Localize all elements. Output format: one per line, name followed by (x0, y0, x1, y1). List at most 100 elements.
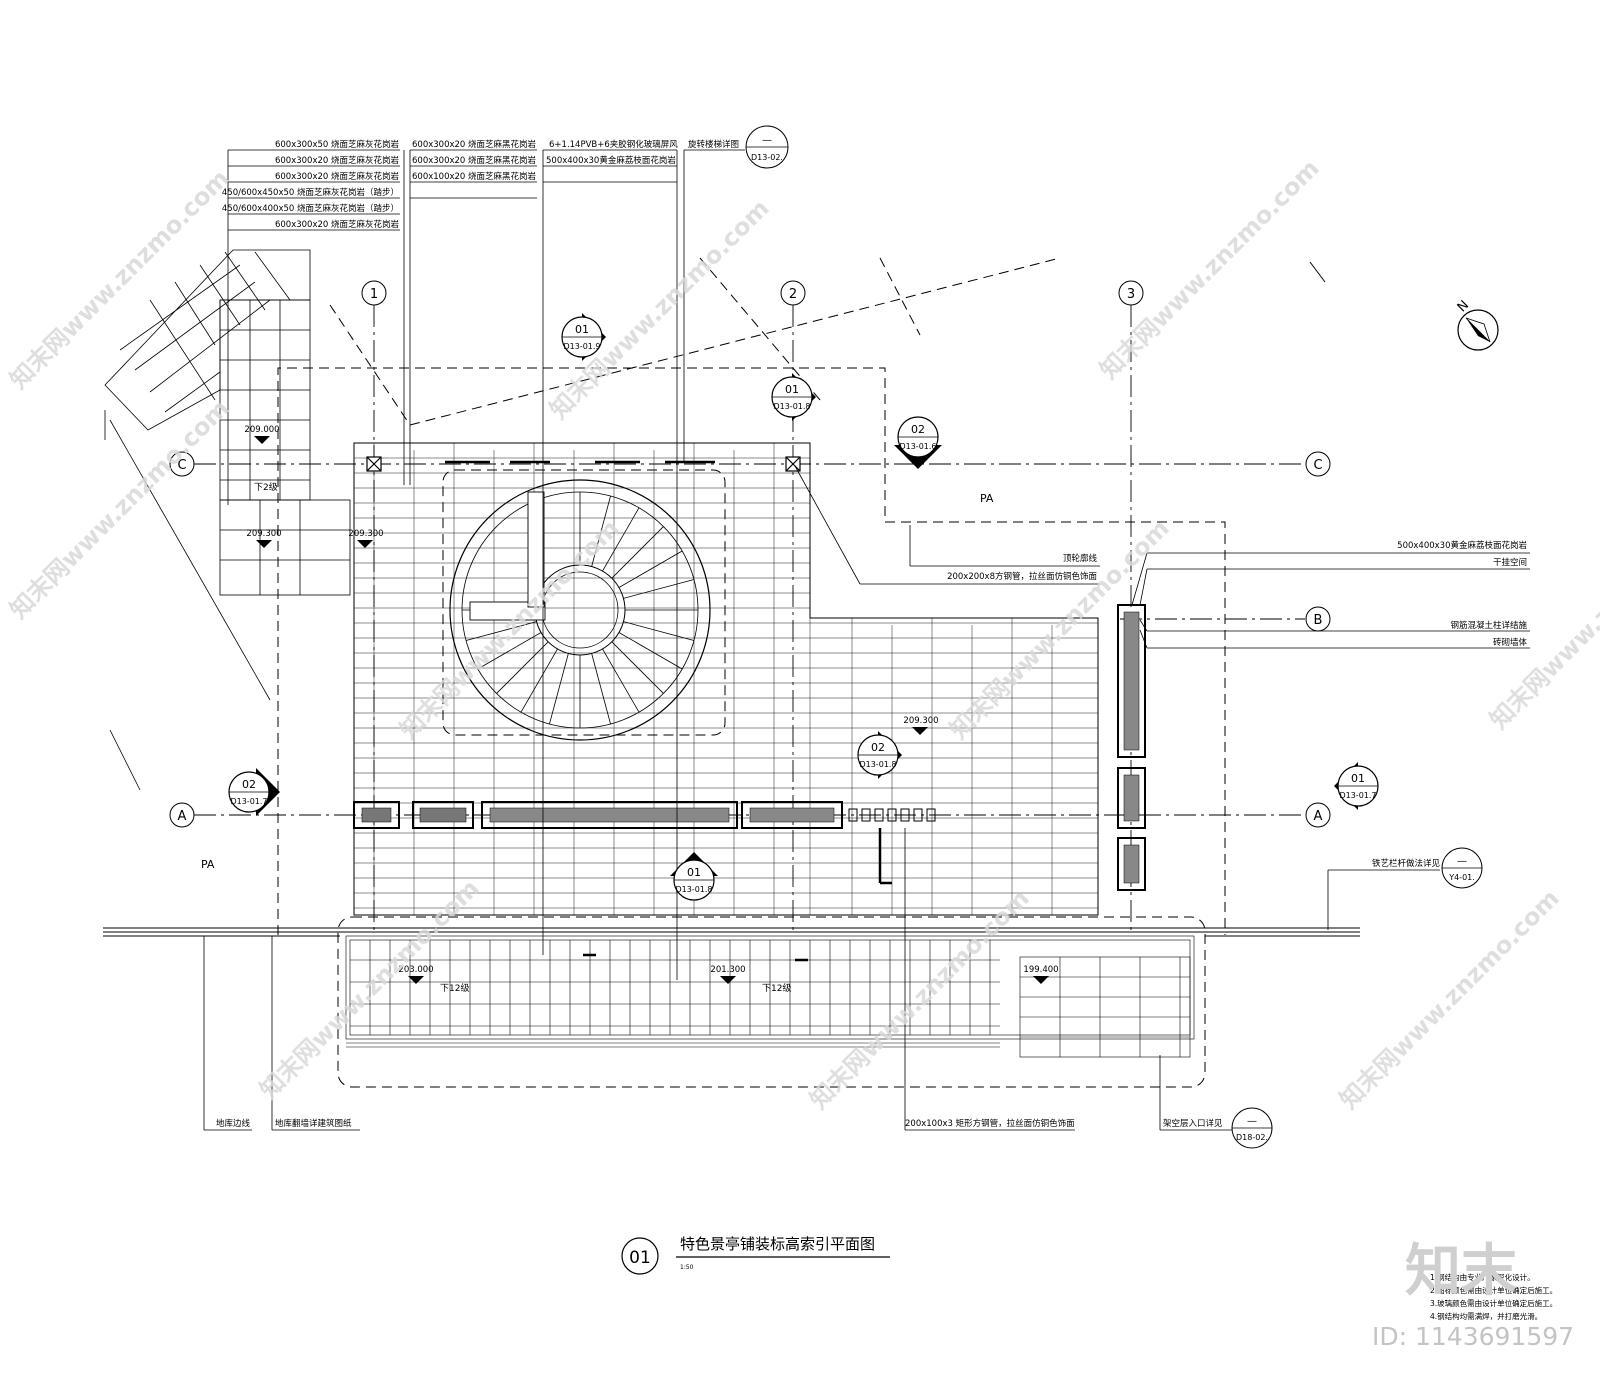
entry-ref-top: — (1247, 1116, 1257, 1127)
section-mark-2: 01 D13-01.8 (771, 373, 816, 421)
stair-detail-label: 旋转楼梯详图 (688, 139, 739, 150)
watermark-7: 知末网www.znzmo.com (1484, 504, 1600, 734)
top-label-1: 600x300x50 烧面芝麻灰花岗岩 (275, 139, 400, 150)
right-labels: 顶轮廓线 200x200x8方钢管，拉丝面仿铜色饰面 500x400x30黄金麻… (947, 540, 1527, 648)
stair-tread (618, 632, 683, 670)
top-label-stack-2: 600x300x20 烧面芝麻黑花岗岩 600x300x20 烧面芝麻黑花岗岩 … (412, 139, 537, 182)
right-label-6: 砖砌墙体 (1493, 637, 1528, 648)
lower-stairs (345, 935, 1195, 1058)
image-id: ID: 1143691597 (1372, 1322, 1574, 1351)
adjacent-building-hatch (104, 249, 311, 791)
section-4-num: 02 (242, 778, 256, 791)
watermark-4: 知末网www.znzmo.com (1094, 154, 1324, 384)
section-6-ref: D13-01.8 (675, 885, 712, 894)
elevation-labels: 209.000 209.300 209.300 209.300 203.000 … (244, 425, 1058, 975)
section-mark-6: 01 D13-01.8 (670, 852, 718, 901)
pavilion-floor (353, 442, 1099, 916)
grid-bubbles (169, 280, 1331, 828)
stair-tread (618, 550, 683, 588)
stair-tread (591, 495, 611, 567)
elevation-3: 209.300 (348, 529, 383, 539)
watermark-3: 知末网www.znzmo.com (544, 194, 774, 424)
grid-label-a-left: A (178, 809, 187, 824)
section-2-ref: D13-01.8 (773, 402, 810, 411)
entry-label: 架空层入口详见 (1163, 1118, 1223, 1129)
watermark-6: 知末网www.znzmo.com (944, 514, 1174, 744)
elevation-7: 199.400 (1023, 965, 1058, 975)
right-label-2: 200x200x8方钢管，拉丝面仿铜色饰面 (947, 571, 1097, 582)
section-3-num: 02 (911, 423, 925, 436)
stair-tread (496, 641, 549, 694)
right-label-1: 顶轮廓线 (1063, 553, 1098, 564)
top-label-4: 450/600x450x50 烧面芝麻灰花岗岩（踏步） (222, 187, 399, 198)
right-label-5: 钢筋混凝土柱详结施 (1450, 620, 1527, 631)
grid-label-2: 2 (789, 287, 797, 302)
elevation-5: 203.000 (398, 965, 433, 975)
stair-tread (602, 507, 640, 572)
top-label-8: 600x300x20 烧面芝麻黑花岗岩 (412, 155, 537, 166)
top-label-2: 600x300x20 烧面芝麻灰花岗岩 (275, 155, 400, 166)
north-arrow: N (1455, 298, 1499, 351)
watermark-9: 知末网www.znzmo.com (804, 884, 1034, 1114)
stair-tread (591, 653, 611, 725)
entry-ref: — D18-02. (1231, 1107, 1273, 1149)
section-mark-3: 02 D13-01.6 (894, 416, 942, 469)
stair-tread (549, 653, 569, 725)
bottom-labels: 地库边线 地库翻墙详建筑图纸 200x100x3 矩形方钢管，拉丝面仿铜色饰面 … (216, 1118, 1223, 1129)
section-2-num: 01 (785, 383, 799, 396)
note-2: 2.图标颜色需由设计单位确定后施工。 (1430, 1285, 1557, 1295)
garage-wall-label: 地库翻墙详建筑图纸 (275, 1118, 352, 1129)
general-notes: 1.钢结构由专业厂家深化设计。 2.图标颜色需由设计单位确定后施工。 3.玻璃颜… (1430, 1272, 1557, 1321)
garage-edge-label: 地库边线 (216, 1118, 251, 1129)
step-labels: 下2级 下12级 下12级 (254, 481, 791, 994)
top-label-stack-1: 600x300x50 烧面芝麻灰花岗岩 600x300x20 烧面芝麻灰花岗岩 … (222, 139, 400, 230)
note-4: 4.钢结构均需满焊，并打磨光滑。 (1430, 1311, 1542, 1321)
section-7-ref: D13-01.7 (1339, 791, 1376, 800)
railing-label: 铁艺栏杆做法详见 (1372, 858, 1441, 869)
area-labels: PA PA (201, 492, 994, 871)
watermark-1: 知末网www.znzmo.com (4, 164, 234, 394)
right-label-3: 500x400x30黄金麻荔枝面花岗岩 (1397, 540, 1527, 551)
section-3-ref: D13-01.6 (899, 442, 936, 451)
elevation-1: 209.000 (244, 425, 279, 435)
grid-label-c-left: C (177, 458, 186, 473)
watermark-2: 知末网www.znzmo.com (4, 394, 234, 624)
grid-bubble-labels: 1 2 3 C A C B A (177, 287, 1322, 824)
left-stair-block (219, 299, 351, 596)
top-label-3: 600x300x20 烧面芝麻灰花岗岩 (275, 171, 400, 182)
top-label-7: 600x300x20 烧面芝麻黑花岗岩 (412, 139, 537, 150)
steel-columns (366, 456, 801, 472)
stair-ref-top: — (762, 135, 772, 146)
railing-ref-top: — (1457, 856, 1467, 867)
right-label-4: 干挂空间 (1493, 557, 1527, 568)
drawing-title-block: 01 特色景亭铺装标高索引平面图 1:50 (621, 1235, 890, 1275)
stair-tread (611, 641, 664, 694)
steel-pipe-mark (878, 828, 892, 885)
section-mark-1: 01 D13-01.9 (561, 313, 606, 361)
railing-ref: 铁艺栏杆做法详见 — Y4-01. (1372, 847, 1483, 889)
top-label-9: 600x100x20 烧面芝麻黑花岗岩 (412, 171, 537, 182)
section-4-ref: D13-01.7 (230, 797, 267, 806)
planter-walls (353, 801, 936, 829)
stair-detail-ref: — D13-02. (745, 125, 789, 169)
grid-label-1: 1 (370, 287, 378, 302)
logo-text: 知末 (1405, 1239, 1517, 1304)
watermark-10: 知末网www.znzmo.com (1334, 884, 1564, 1114)
note-1: 1.钢结构由专业厂家深化设计。 (1430, 1272, 1535, 1282)
note-3: 3.玻璃颜色需由设计单位确定后施工。 (1430, 1298, 1557, 1308)
elevation-markers (254, 436, 1049, 984)
section-mark-4: 02 D13-01.7 (228, 768, 280, 816)
stair-tread (520, 648, 558, 713)
top-label-5: 450/600x400x50 烧面芝麻灰花岗岩（踏步） (222, 203, 399, 214)
section-6-num: 01 (687, 866, 701, 879)
section-mark-5: 02 D13-01.8 (857, 731, 902, 779)
stair-tread (611, 526, 664, 579)
step-label-1: 下2级 (254, 481, 278, 493)
drawing-scale: 1:50 (680, 1264, 694, 1271)
grid-label-3: 3 (1127, 287, 1135, 302)
stair-ref-bottom: D13-02. (751, 153, 783, 162)
section-1-num: 01 (575, 323, 589, 336)
grid-label-b-right: B (1314, 613, 1323, 628)
elevation-2: 209.300 (246, 529, 281, 539)
